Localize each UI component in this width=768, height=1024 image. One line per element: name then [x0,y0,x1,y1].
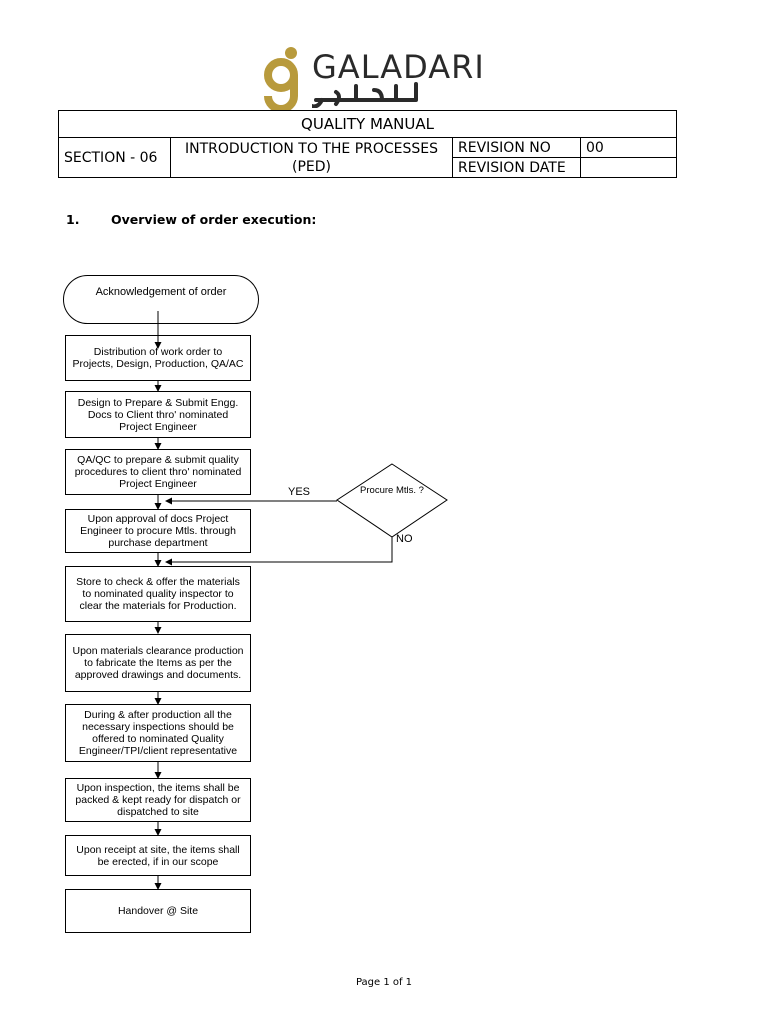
section-number: SECTION - 06 [58,137,171,178]
company-logo: GALADARI [264,44,514,110]
revision-date-value [579,157,678,178]
page-number: Page 1 of 1 [355,977,413,988]
logo-wordmark: GALADARI [312,48,485,86]
section-heading: 1. Overview of order execution: [66,212,316,227]
no-label: NO [396,533,413,545]
decision-diamond [336,463,448,538]
flow-step-4: Upon approval of docs Project Engineer t… [65,509,251,553]
revision-no-label: REVISION NO [452,137,581,158]
no-connector [165,537,393,566]
logo-arabic-wordmark [312,82,418,108]
yes-label: YES [288,486,311,498]
flow-step-9: Upon receipt at site, the items shall be… [65,835,251,876]
flow-step-5: Store to check & offer the materials to … [65,566,251,622]
flow-step-10: Handover @ Site [65,889,251,933]
logo-mark-icon [264,47,298,110]
decision-label: Procure Mtls. ? [360,485,424,496]
section-title: INTRODUCTION TO THE PROCESSES (PED) [170,137,453,178]
flow-start-oval: Acknowledgement of order [63,275,259,324]
document-header-table: QUALITY MANUAL SECTION - 06 INTRODUCTION… [57,110,678,178]
flow-step-8: Upon inspection, the items shall be pack… [65,778,251,822]
heading-text: Overview of order execution: [111,212,317,227]
flow-step-6: Upon materials clearance production to f… [65,634,251,692]
flow-step-3: QA/QC to prepare & submit quality proced… [65,449,251,495]
flow-step-1: Distribution of work order to Projects, … [65,335,251,381]
flow-step-7: During & after production all the necess… [65,704,251,762]
flow-step-2: Design to Prepare & Submit Engg. Docs to… [65,391,251,438]
heading-number: 1. [66,212,80,227]
